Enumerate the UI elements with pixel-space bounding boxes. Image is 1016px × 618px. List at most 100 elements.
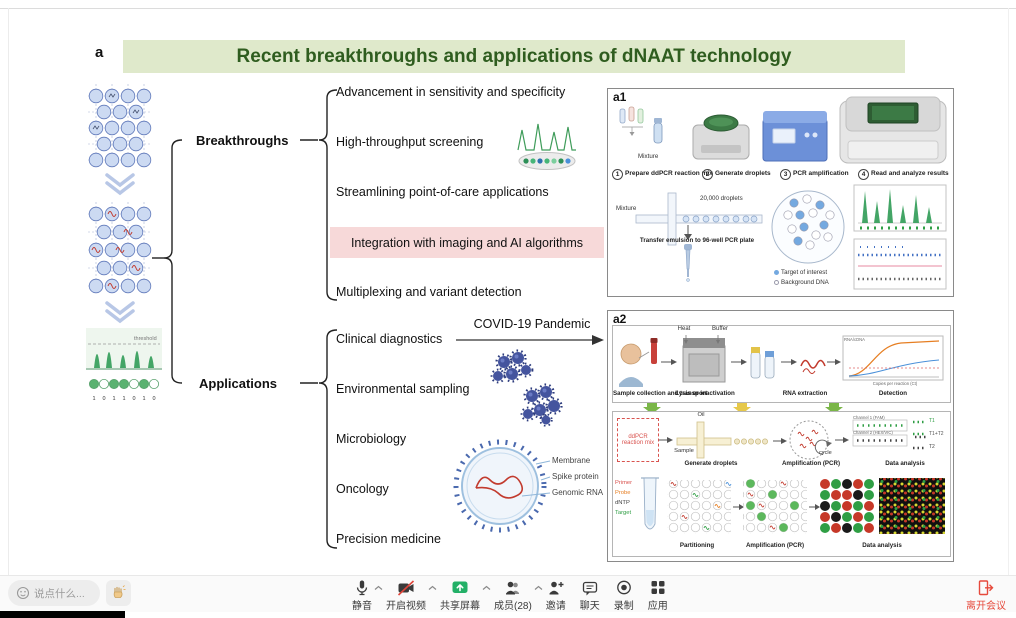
chat-button[interactable]: 聊天 (580, 579, 600, 612)
share-screen-button[interactable]: 共享屏幕 (440, 579, 491, 612)
caret-up-icon[interactable] (428, 583, 437, 594)
cluster-label-t1: T1 (929, 418, 935, 424)
meeting-toolbar: 说点什么... 静音 (0, 575, 1016, 612)
virus-label-rna: Genomic RNA (552, 488, 604, 497)
covid-pandemic-note: COVID-19 Pandemic (473, 317, 591, 331)
panel-a1: a1 (607, 88, 954, 297)
window-left-border (8, 8, 9, 575)
ddpcr-analysis-graphic (641, 419, 945, 534)
mute-button[interactable]: 静音 (352, 579, 383, 612)
mic-icon (353, 579, 371, 597)
panel-a1-label: a1 (613, 90, 627, 104)
buffer-label: Buffer (712, 326, 728, 332)
sars-cov-2-virus-graphic (453, 439, 551, 533)
mixture-label: Mixture (638, 153, 659, 160)
breakthrough-item: High-throughput screening (336, 135, 484, 149)
emoji-icon (16, 586, 30, 600)
camera-button[interactable]: 开启视频 (386, 579, 437, 612)
members-button[interactable]: 成员(28) (494, 579, 543, 612)
invite-button[interactable]: 邀请 (546, 579, 566, 612)
leave-meeting-button[interactable]: 离开会议 (962, 579, 1010, 612)
panel-a2-label: a2 (613, 312, 627, 326)
sample-workflow-graphic (619, 335, 944, 387)
figure-title: Recent breakthroughs and applications of… (123, 40, 905, 73)
ddpcr-mix-box: ddPCR reaction mix (617, 418, 659, 462)
heat-label: Heat (677, 326, 691, 332)
record-label: 录制 (613, 601, 634, 612)
figure-panel-label-a: a (95, 44, 104, 61)
breakthrough-item-highlighted: Integration with imaging and AI algorith… (330, 227, 604, 258)
legend-background: Background DNA (774, 279, 829, 286)
stage3-caption: Amplification (PCR) (745, 542, 805, 549)
mixture-label: Mixture (616, 205, 637, 212)
share-screen-label: 共享屏幕 (440, 601, 480, 612)
share-screen-icon (451, 579, 469, 597)
channel1-label: Channel 1 (FAM) (853, 414, 885, 420)
chevron-down-icon (105, 173, 135, 196)
chevron-down-icon (105, 301, 135, 324)
breakthroughs-label: Breakthroughs (196, 133, 289, 148)
camera-off-icon (397, 579, 415, 597)
covid-arrow (456, 335, 604, 345)
cluster-label-t1t2: T1+T2 (929, 431, 944, 437)
chat-placeholder: 说点什么... (34, 587, 85, 600)
window-top-border (0, 8, 1016, 9)
invite-label: 邀请 (545, 601, 566, 612)
reagent-target: Target (615, 510, 632, 516)
stage-transition-arrows (643, 403, 843, 414)
members-icon (504, 579, 522, 597)
apps-button[interactable]: 应用 (648, 579, 668, 612)
stage3-caption: Partitioning (679, 542, 715, 549)
svg-text:0: 0 (102, 396, 105, 402)
svg-text:1: 1 (122, 396, 125, 402)
applications-label: Applications (199, 376, 278, 391)
panel-a2: a2 (607, 310, 954, 562)
svg-text:0: 0 (152, 396, 155, 402)
raise-hand-icon (113, 585, 126, 598)
reagent-probe: Probe (615, 490, 631, 496)
stage2-caption: Amplification (PCR) (781, 460, 841, 467)
covid-detection-workflow: Heat Buffer RNA/cDNA Copies per reaction… (612, 325, 951, 403)
application-item: Oncology (336, 482, 389, 496)
caret-up-icon[interactable] (374, 583, 383, 594)
chat-icon (581, 579, 599, 597)
tree-brackets (152, 89, 338, 549)
svg-text:1: 1 (92, 396, 95, 402)
cluster-label-t2: T2 (929, 444, 935, 450)
svg-text:1: 1 (112, 396, 115, 402)
ddpcr-workflow-graphic (619, 96, 947, 290)
caret-up-icon[interactable] (482, 583, 491, 594)
apps-icon (649, 579, 667, 597)
raise-hand-button[interactable] (106, 580, 131, 606)
breakthrough-item: Multiplexing and variant detection (336, 285, 522, 299)
record-button[interactable]: 录制 (614, 579, 634, 612)
virus-label-spike: Spike protein (552, 472, 599, 481)
stage1-caption: RNA extraction (782, 390, 828, 397)
breakthrough-item-label: Integration with imaging and AI algorith… (350, 235, 584, 250)
leave-meeting-icon (977, 579, 995, 597)
stage2-caption: Generate droplets (684, 460, 738, 467)
bottom-black-strip (0, 611, 125, 618)
window-right-border (1008, 8, 1009, 575)
stage1-caption: Detection (878, 390, 908, 397)
droplet-array-graphic-1 (88, 84, 152, 168)
caret-up-icon[interactable] (534, 583, 543, 594)
svg-text:1: 1 (142, 396, 145, 402)
svg-text:0: 0 (132, 396, 135, 402)
chat-input[interactable]: 说点什么... (8, 580, 100, 606)
detection-plot-xlabel: Copies per reaction (Ct) (872, 381, 918, 386)
channel2-label: Channel 2 (HEX/VIC) (853, 429, 893, 435)
toolbar-center-group: 静音 开启视频 (352, 579, 668, 612)
droplet-count-label: 20,000 droplets (700, 195, 743, 202)
signal-plot-graphic: threshold 1 0 1 1 0 1 0 (86, 328, 162, 402)
virus-cluster-graphic (490, 349, 563, 427)
mute-label: 静音 (352, 601, 372, 612)
oil-label: Oil (697, 412, 705, 418)
breakthrough-item: Advancement in sensitivity and specifici… (336, 85, 566, 99)
detection-plot-ylabel: RNA/cDNA (844, 337, 865, 342)
